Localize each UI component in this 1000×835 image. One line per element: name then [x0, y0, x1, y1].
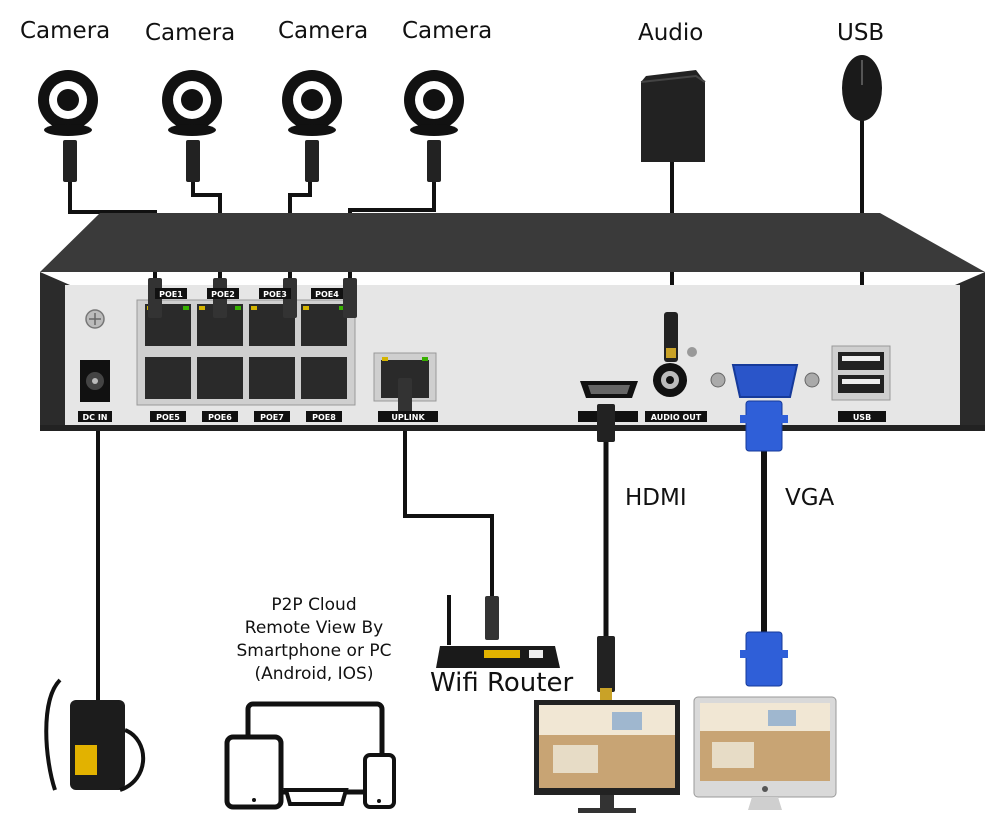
usb-ports: [831, 345, 891, 401]
usb-port-label: USB: [853, 413, 871, 422]
dc-in-port: [80, 360, 110, 402]
camera-icon: [38, 70, 98, 136]
hdmi-port: [580, 381, 638, 398]
camera-4-label: Camera: [402, 18, 493, 44]
poe8-label: POE8: [312, 413, 336, 422]
p2p-line: Remote View By: [244, 618, 384, 638]
audio-plug-gold: [666, 348, 676, 358]
hdmi-monitor-icon: [534, 700, 680, 813]
audio-out-label: AUDIO OUT: [651, 413, 702, 422]
poe-bottom-label-bg: [150, 411, 342, 422]
usb-label-bg: [838, 411, 886, 422]
nvr-side-left: [40, 272, 70, 425]
wifi-router-label: Wifi Router: [430, 668, 574, 698]
vga-screw-left-icon: [710, 372, 726, 388]
vga-plug-top-icon: [740, 400, 788, 452]
hdmi-label: HDMI: [625, 485, 687, 511]
poe2-label: POE2: [211, 290, 235, 299]
power-adapter-icon: [44, 678, 146, 792]
poe3-label: POE3: [263, 290, 287, 299]
uplink-label: UPLINK: [391, 413, 425, 422]
hdmi-plug-bottom-icon: [597, 636, 615, 692]
vga-monitor-icon: [693, 696, 837, 810]
poe4-label: POE4: [315, 290, 339, 299]
poe7-label: POE7: [260, 413, 284, 422]
dc-in-label: DC IN: [83, 413, 108, 422]
nvr-side-right: [955, 272, 985, 425]
vga-screw-right-icon: [804, 372, 820, 388]
p2p-line: P2P Cloud: [271, 595, 357, 615]
camera-icon: [404, 70, 464, 136]
nvr-bottom-edge: [40, 425, 985, 431]
screw-icon: [687, 347, 697, 357]
nvr-top-panel: [40, 213, 985, 272]
rj45-plug-icons: [63, 140, 441, 182]
usb-mouse-icon: [842, 55, 882, 121]
audio-out-port: [653, 363, 687, 397]
tablet-icon: [224, 734, 284, 810]
smartphone-icon: [363, 753, 396, 809]
poe-ports-bottom: [145, 357, 347, 399]
uplink-label-bg: [378, 411, 438, 422]
usb-label: USB: [837, 20, 885, 46]
ground-screw-icon: [85, 309, 105, 329]
wifi-router-icon: [436, 595, 560, 668]
hdmi-plug-gold: [600, 688, 612, 700]
p2p-cloud-caption: P2P Cloud Remote View By Smartphone or P…: [232, 594, 396, 686]
speaker-icon: [640, 70, 706, 162]
poe1-label: POE1: [159, 290, 183, 299]
poe-top-label-bg: [155, 288, 343, 299]
vga-label: VGA: [785, 485, 835, 511]
cable-uplink: [403, 420, 494, 600]
audio-out-label-bg: [645, 411, 707, 422]
camera-icon: [162, 70, 222, 136]
camera-3-label: Camera: [278, 18, 369, 44]
audio-label: Audio: [638, 20, 704, 46]
vga-port: [731, 364, 799, 398]
dc-in-label-bg: [78, 411, 112, 422]
poe6-label: POE6: [208, 413, 232, 422]
p2p-line: Smartphone or PC: [236, 641, 392, 661]
router-plug-icon: [485, 596, 499, 640]
camera-icon: [282, 70, 342, 136]
p2p-line: (Android, IOS): [254, 664, 374, 684]
camera-2-label: Camera: [145, 20, 236, 46]
hdmi-plug-top-icon: [597, 404, 615, 442]
poe5-label: POE5: [156, 413, 180, 422]
vga-plug-bottom-icon: [740, 631, 788, 687]
camera-1-label: Camera: [20, 18, 111, 44]
